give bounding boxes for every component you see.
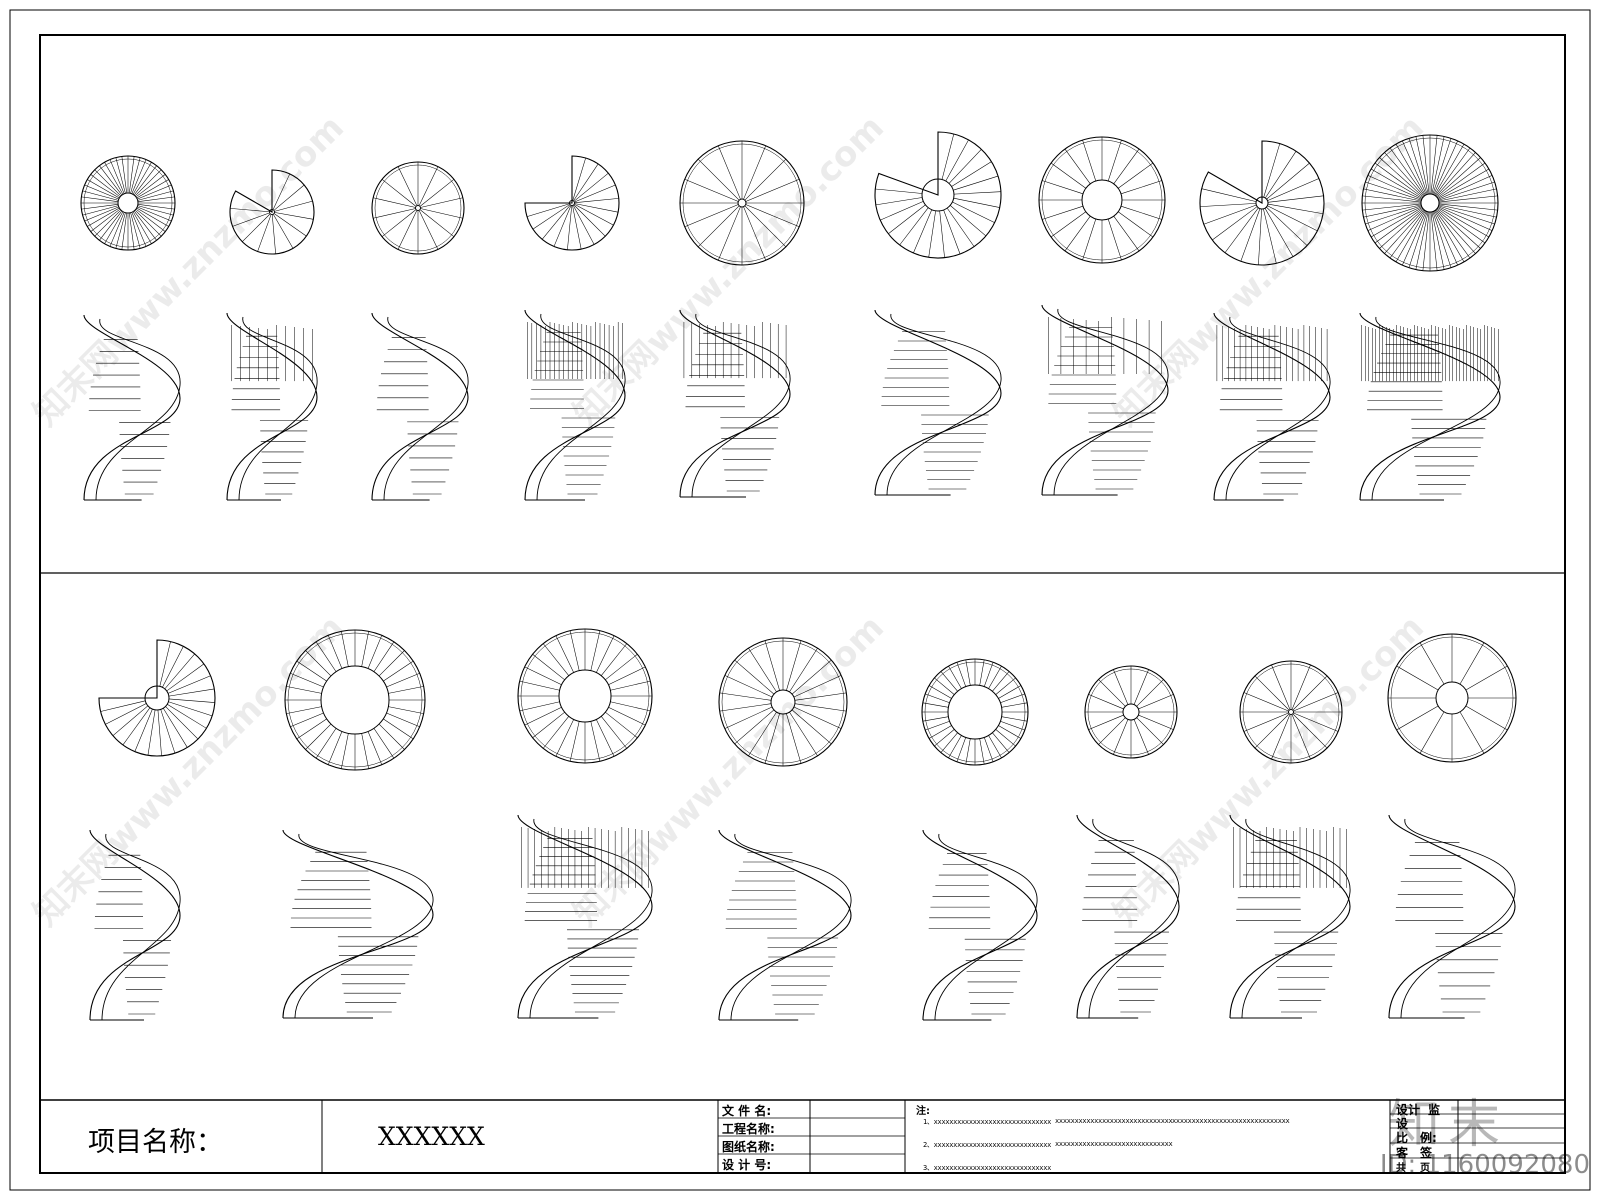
field-project-name: 工程名称:	[722, 1122, 775, 1136]
stair-plan-view	[524, 155, 620, 251]
note-line: xxxxxxxxxxxxxxxxxxxxxxxxxxxxxx	[1055, 1117, 1173, 1125]
stair-elevation-view	[922, 829, 1038, 1021]
stair-plan-view	[284, 629, 426, 771]
sign-supervise: 监	[1428, 1103, 1441, 1117]
stair-plan-view	[1239, 660, 1343, 764]
stair-plan-view	[1199, 140, 1325, 266]
outer-frame	[9, 9, 1591, 1191]
note-line: 1、xxxxxxxxxxxxxxxxxxxxxxxxxxxxxx	[923, 1118, 1052, 1126]
sign-client: 客	[1396, 1146, 1409, 1160]
stair-elevation-view	[1388, 814, 1516, 1019]
stair-elevation-view	[524, 309, 626, 501]
stair-elevation-view	[89, 829, 181, 1021]
sign-client-sign: 签	[1420, 1146, 1433, 1160]
stair-plan-view	[718, 637, 848, 767]
sign-design: 设计	[1396, 1103, 1421, 1117]
stair-elevation-view	[679, 309, 791, 498]
project-name-label: 项目名称：	[88, 1127, 223, 1158]
stair-elevation-view	[1359, 312, 1501, 501]
stair-plan-view	[1387, 633, 1517, 763]
stair-plan-view	[921, 658, 1029, 766]
sign-scale: 比	[1396, 1131, 1409, 1145]
stair-elevation-view	[226, 312, 318, 501]
note-line: 2、xxxxxxxxxxxxxxxxxxxxxxxxxxxxxx	[923, 1141, 1052, 1149]
sign-page: 页	[1420, 1163, 1430, 1174]
image-id-watermark: ID: 1160092080	[1379, 1150, 1590, 1180]
logo-watermark: 知末	[1387, 1095, 1508, 1155]
field-design-number: 设 计 号:	[722, 1158, 772, 1172]
sign-total: 共	[1396, 1163, 1406, 1174]
stair-elevation-view	[517, 814, 653, 1019]
stair-plan-view	[1084, 665, 1178, 759]
note-line: xxxxxxxxxxxxxxxxxxxxxxxxxxxxxx	[1055, 1140, 1173, 1148]
stair-elevation-view	[83, 314, 181, 501]
stair-elevation-views	[83, 304, 1516, 1021]
stair-elevation-view	[282, 829, 434, 1019]
stair-plan-view	[1361, 134, 1499, 272]
note-line: 3、xxxxxxxxxxxxxxxxxxxxxxxxxxxxxx	[923, 1164, 1052, 1172]
stair-plan-view	[371, 161, 465, 255]
stair-elevation-view	[1213, 312, 1331, 501]
stair-plan-view	[1038, 136, 1166, 264]
note-line: xxxxxxxxxxxxxxxxxxxxxxxxxxxxxx	[1172, 1117, 1290, 1125]
field-drawing-name: 图纸名称:	[722, 1140, 775, 1154]
stair-plan-view	[874, 131, 1002, 259]
sign-scale-colon: 例:	[1420, 1131, 1437, 1145]
stair-elevation-view	[1229, 814, 1351, 1019]
notes-heading: 注:	[916, 1106, 930, 1117]
field-file-name: 文 件 名:	[722, 1104, 772, 1118]
stair-plan-view	[517, 628, 653, 764]
stair-elevation-view	[1041, 304, 1169, 496]
stair-plan-view	[98, 639, 216, 757]
stair-elevation-view	[371, 312, 469, 501]
stair-plan-view	[229, 169, 315, 255]
sign-designer: 设	[1396, 1117, 1409, 1131]
stair-elevation-view	[874, 309, 1002, 496]
stair-plan-view	[80, 155, 176, 251]
stair-plan-view	[679, 140, 805, 266]
project-name-value: XXXXXX	[378, 1122, 485, 1151]
inner-frame	[39, 34, 1566, 1174]
stair-elevation-view	[718, 829, 852, 1021]
stair-elevation-view	[1076, 814, 1180, 1019]
stair-plan-views	[80, 131, 1517, 771]
